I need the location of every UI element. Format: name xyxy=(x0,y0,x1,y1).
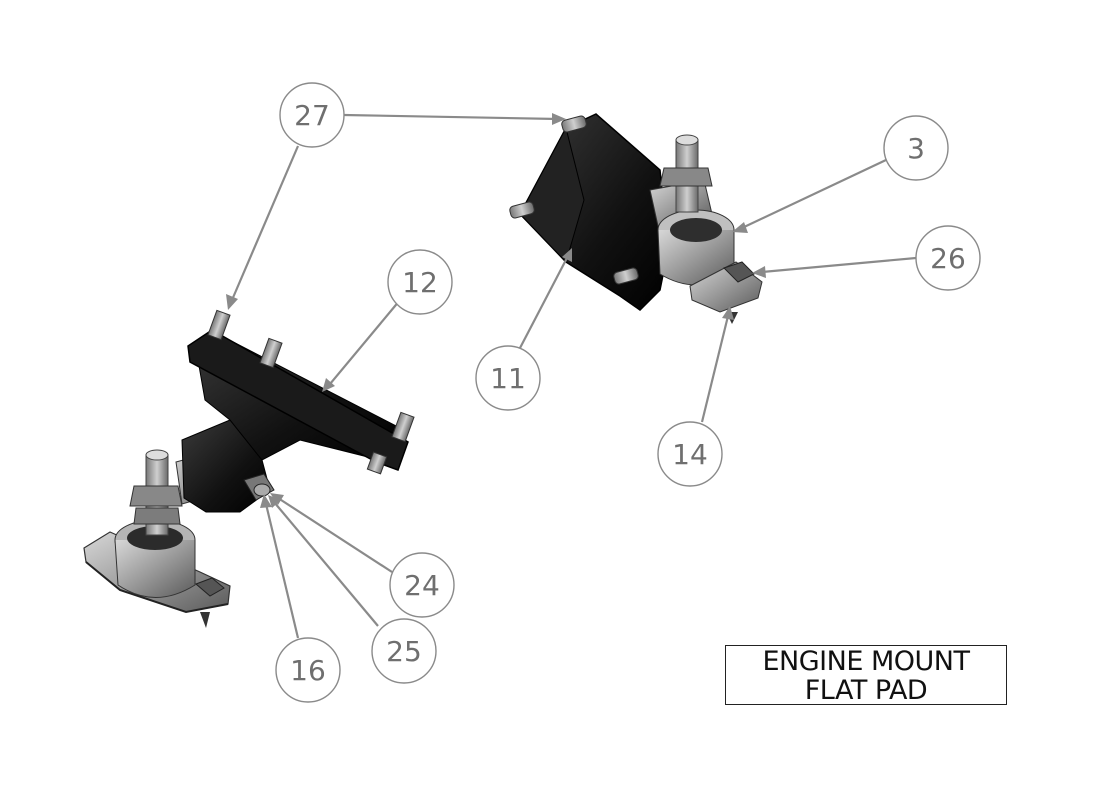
balloon-3-label: 3 xyxy=(907,132,925,165)
title-line-1: ENGINE MOUNT xyxy=(762,646,970,677)
balloon-3: 3 xyxy=(883,115,949,181)
title-block: ENGINE MOUNT FLAT PAD xyxy=(725,645,1007,705)
balloon-16: 16 xyxy=(275,637,341,703)
balloon-14: 14 xyxy=(657,421,723,487)
balloon-11: 11 xyxy=(475,345,541,411)
title-line-2: FLAT PAD xyxy=(804,675,928,706)
balloon-27-label: 27 xyxy=(294,99,330,132)
leader-lines xyxy=(226,113,917,639)
balloon-12: 12 xyxy=(387,249,453,315)
balloon-25-label: 25 xyxy=(386,635,422,668)
balloon-27: 27 xyxy=(279,82,345,148)
balloon-26: 26 xyxy=(915,225,981,291)
balloon-14-label: 14 xyxy=(672,438,708,471)
balloon-25: 25 xyxy=(371,618,437,684)
balloon-12-label: 12 xyxy=(402,266,438,299)
balloon-16-label: 16 xyxy=(290,654,326,687)
balloon-24-label: 24 xyxy=(404,569,440,602)
balloon-11-label: 11 xyxy=(490,362,526,395)
left-engine-mount xyxy=(83,309,415,628)
balloon-26-label: 26 xyxy=(930,242,966,275)
balloon-24: 24 xyxy=(389,552,455,618)
right-engine-mount xyxy=(509,113,763,324)
